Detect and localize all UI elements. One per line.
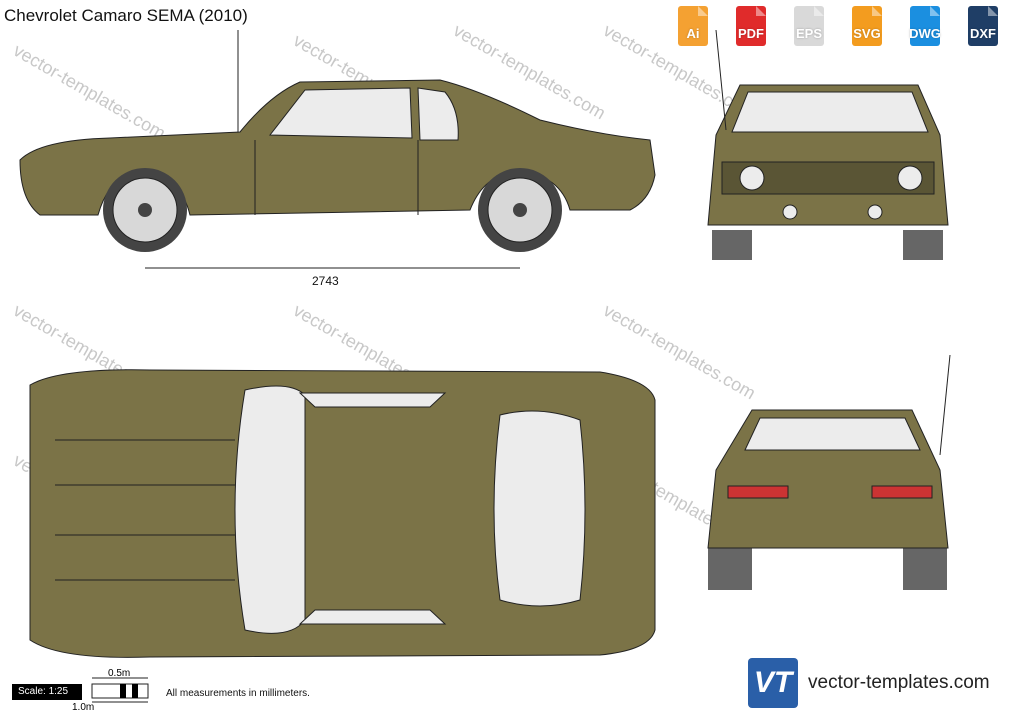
eps-download-button[interactable]: EPS bbox=[784, 6, 834, 48]
wheel bbox=[478, 168, 562, 252]
scale-full-label: 1.0m bbox=[72, 702, 95, 713]
brand-site-name: vector-templates.com bbox=[808, 672, 990, 693]
file-icon bbox=[736, 6, 766, 46]
scale-bar bbox=[91, 677, 149, 703]
format-download-bar: Ai PDF EPS SVG DWG DXF bbox=[668, 6, 1008, 48]
side-view bbox=[19, 30, 656, 269]
pdf-download-button[interactable]: PDF bbox=[726, 6, 776, 48]
dwg-download-button[interactable]: DWG bbox=[900, 6, 950, 48]
units-note: All measurements in millimeters. bbox=[166, 688, 310, 699]
file-icon bbox=[852, 6, 882, 46]
file-icon bbox=[910, 6, 940, 46]
svg-download-button[interactable]: SVG bbox=[842, 6, 892, 48]
rear-view bbox=[707, 354, 951, 590]
scale-half-label: 0.5m bbox=[108, 668, 131, 679]
wheel bbox=[103, 168, 187, 252]
file-icon bbox=[678, 6, 708, 46]
vt-logo-icon: VT bbox=[748, 658, 798, 708]
brand-link[interactable]: VT vector-templates.com bbox=[748, 658, 990, 708]
top-view bbox=[29, 369, 656, 658]
scale-label: Scale: 1:25 bbox=[12, 684, 82, 700]
front-view bbox=[707, 29, 949, 260]
file-icon bbox=[794, 6, 824, 46]
dxf-download-button[interactable]: DXF bbox=[958, 6, 1008, 48]
page-title: Chevrolet Camaro SEMA (2010) bbox=[4, 6, 248, 25]
ai-download-button[interactable]: Ai bbox=[668, 6, 718, 48]
file-icon bbox=[968, 6, 998, 46]
wheelbase-dimension: 2743 bbox=[312, 274, 339, 288]
